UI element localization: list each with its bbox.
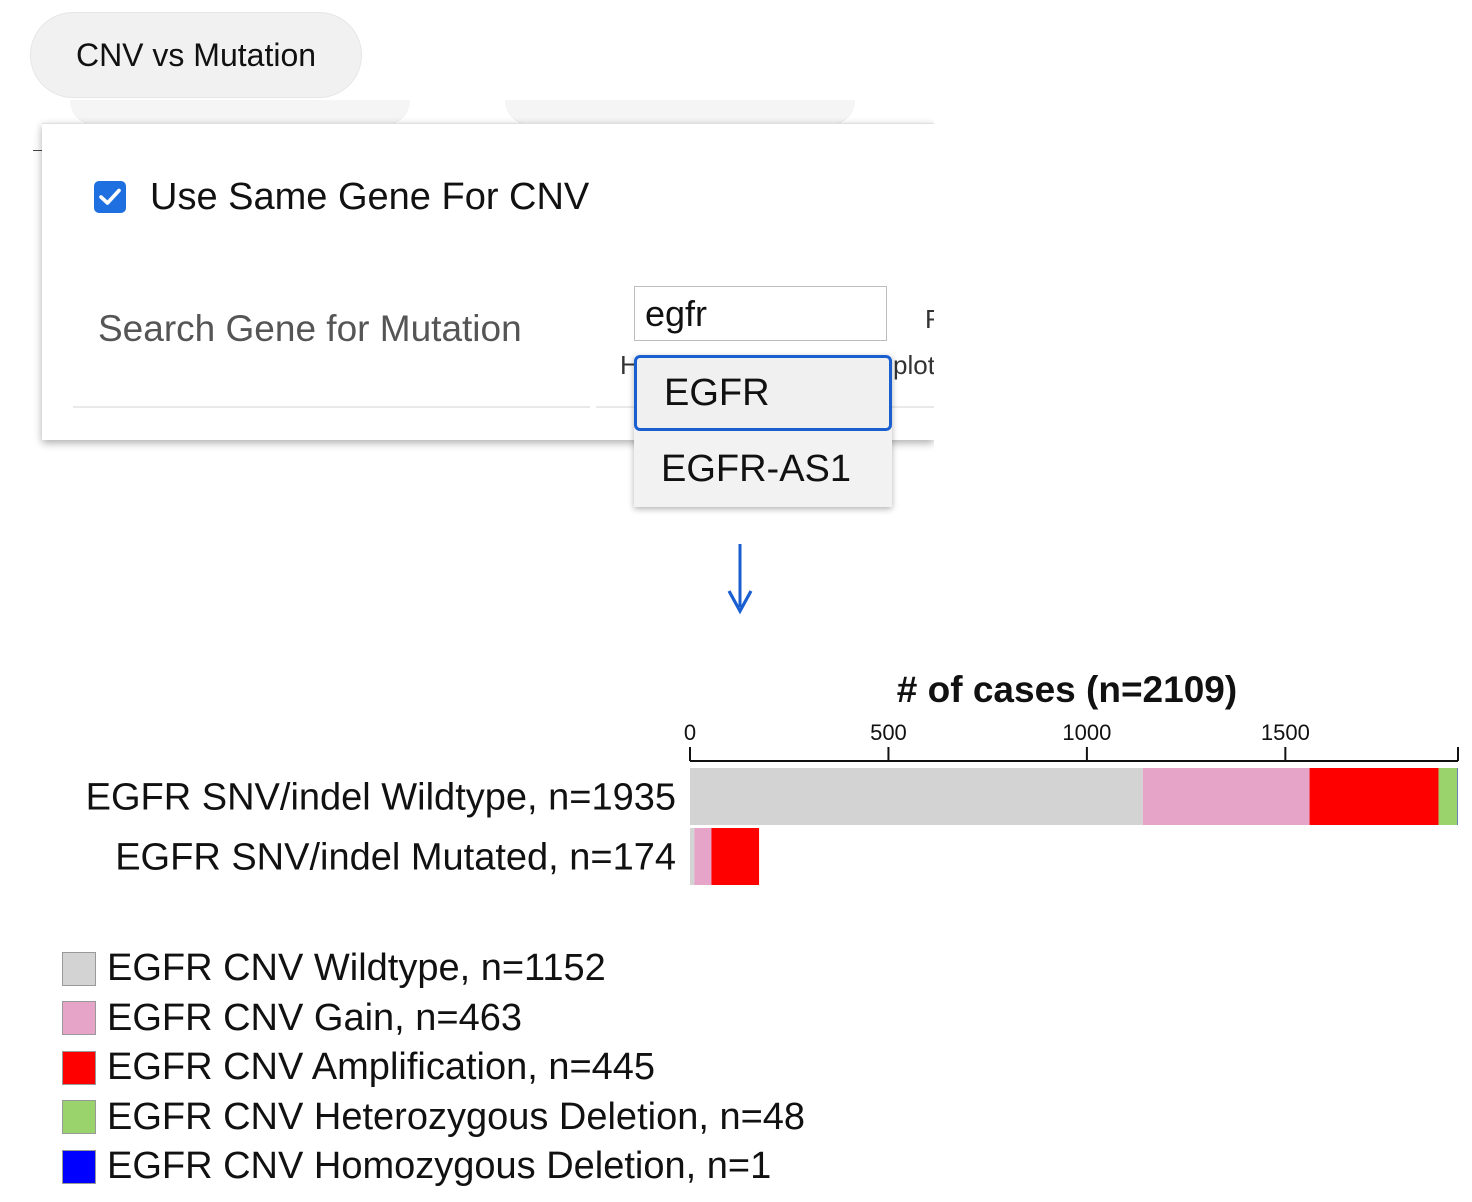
arrow-down-icon	[725, 543, 755, 620]
cnv-mutation-chart: # of cases (n=2109) 0 500 1000 1500 EGFR SN…	[86, 669, 1459, 885]
legend-label: EGFR CNV Amplification, n=445	[107, 1046, 656, 1089]
tab-cnv-vs-mutation[interactable]: CNV vs Mutation	[30, 12, 362, 98]
hidden-tab	[505, 100, 855, 125]
gene-option-egfr-as1[interactable]: EGFR-AS1	[661, 447, 852, 490]
same-gene-checkbox[interactable]	[94, 181, 126, 213]
bar-segment	[690, 828, 695, 885]
x-tick-label: 500	[870, 720, 907, 745]
legend-item: EGFR CNV Amplification, n=445	[62, 1043, 805, 1093]
search-gene-label: Search Gene for Mutation	[98, 308, 522, 349]
gene-option-egfr[interactable]: EGFR	[634, 355, 892, 431]
x-tick-label: 1000	[1062, 720, 1111, 745]
bar-segment	[690, 768, 1143, 825]
hint-text: plot	[893, 350, 934, 380]
x-tick-label: 1500	[1261, 720, 1310, 745]
legend-label: EGFR CNV Heterozygous Deletion, n=48	[107, 1095, 806, 1138]
bar-segment	[1438, 768, 1458, 825]
panel-clip	[934, 118, 1472, 518]
bar-segment	[694, 828, 712, 885]
legend-item: EGFR CNV Gain, n=463	[62, 994, 805, 1044]
tab-label: CNV vs Mutation	[75, 36, 317, 73]
legend-item: EGFR CNV Homozygous Deletion, n=1	[62, 1142, 805, 1192]
bars	[690, 768, 1458, 885]
divider	[73, 406, 590, 408]
bar-segment	[711, 828, 760, 885]
legend-swatch	[62, 951, 96, 986]
legend-swatch	[62, 1100, 96, 1135]
bar-segment	[1142, 768, 1310, 825]
hint-text: Hi	[620, 350, 636, 380]
category-label: EGFR SNV/indel Wildtype, n=1935	[86, 777, 676, 819]
bar-segment	[1309, 768, 1439, 825]
legend-swatch	[62, 1001, 96, 1036]
legend-item: EGFR CNV Wildtype, n=1152	[62, 944, 805, 994]
chart-title: # of cases (n=2109)	[897, 669, 1237, 710]
legend-swatch	[62, 1149, 96, 1184]
x-axis: 0 500 1000 1500	[684, 720, 1459, 762]
category-label: EGFR SNV/indel Mutated, n=174	[115, 837, 676, 879]
legend-label: EGFR CNV Gain, n=463	[107, 996, 523, 1039]
legend-label: EGFR CNV Homozygous Deletion, n=1	[107, 1145, 772, 1188]
divider	[33, 150, 45, 151]
same-gene-label: Use Same Gene For CNV	[150, 176, 590, 218]
x-tick-label: 0	[684, 720, 696, 745]
gene-suggestions-dropdown: EGFR EGFR-AS1	[634, 355, 892, 507]
gene-search-input[interactable]	[634, 286, 887, 341]
legend-swatch	[62, 1050, 96, 1085]
checkmark-icon	[99, 188, 121, 205]
legend-label: EGFR CNV Wildtype, n=1152	[107, 947, 606, 990]
legend-item: EGFR CNV Heterozygous Deletion, n=48	[62, 1093, 805, 1143]
hidden-tab	[70, 100, 410, 125]
truncated-text: F	[925, 304, 934, 334]
